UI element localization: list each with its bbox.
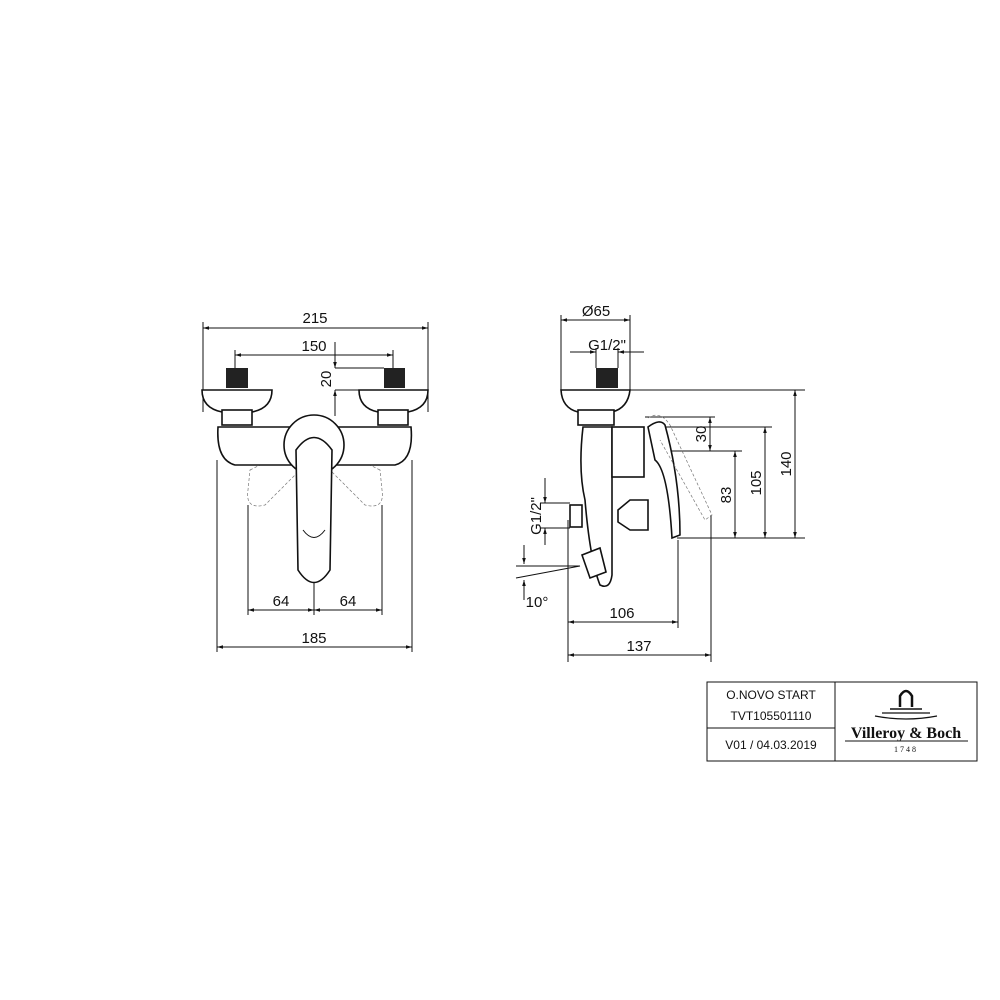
- dim-20: 20: [318, 371, 335, 388]
- front-view: 215 150 20 64 64 185: [201, 310, 429, 652]
- side-dimensions: Ø65 G1/2" 140 105 83 30 G1/2": [515, 303, 805, 662]
- dim-185: 185: [301, 630, 326, 647]
- dim-105: 105: [748, 470, 765, 495]
- inlet-thread-right: [384, 368, 405, 388]
- article-number: TVT105501110: [731, 709, 812, 723]
- dim-diameter-65: Ø65: [582, 303, 610, 320]
- dim-215: 215: [302, 310, 327, 327]
- villeroy-boch-logo: Villeroy & Boch 1748: [845, 689, 968, 754]
- dim-150: 150: [301, 338, 326, 355]
- side-faucet-outline: [560, 389, 713, 588]
- inlet-thread: [596, 368, 618, 388]
- dim-outlet-thread: G1/2": [528, 497, 545, 535]
- brand-name: Villeroy & Boch: [851, 725, 961, 742]
- dim-106: 106: [609, 605, 634, 622]
- dim-inlet-thread: G1/2": [588, 337, 626, 354]
- inlet-thread-left: [226, 368, 248, 388]
- brand-year: 1748: [894, 745, 918, 754]
- product-name: O.NOVO START: [726, 688, 816, 702]
- front-faucet-outline: [201, 368, 429, 584]
- dim-140: 140: [778, 451, 795, 476]
- dim-83: 83: [718, 487, 735, 504]
- dim-angle-10: 10°: [526, 594, 549, 611]
- side-view: Ø65 G1/2" 140 105 83 30 G1/2": [515, 303, 805, 662]
- dim-64-right: 64: [340, 593, 357, 610]
- dim-64-left: 64: [273, 593, 290, 610]
- version-date: V01 / 04.03.2019: [725, 738, 817, 752]
- title-block: O.NOVO START TVT105501110 V01 / 04.03.20…: [706, 681, 978, 762]
- dim-30: 30: [693, 426, 710, 443]
- dim-137: 137: [626, 638, 651, 655]
